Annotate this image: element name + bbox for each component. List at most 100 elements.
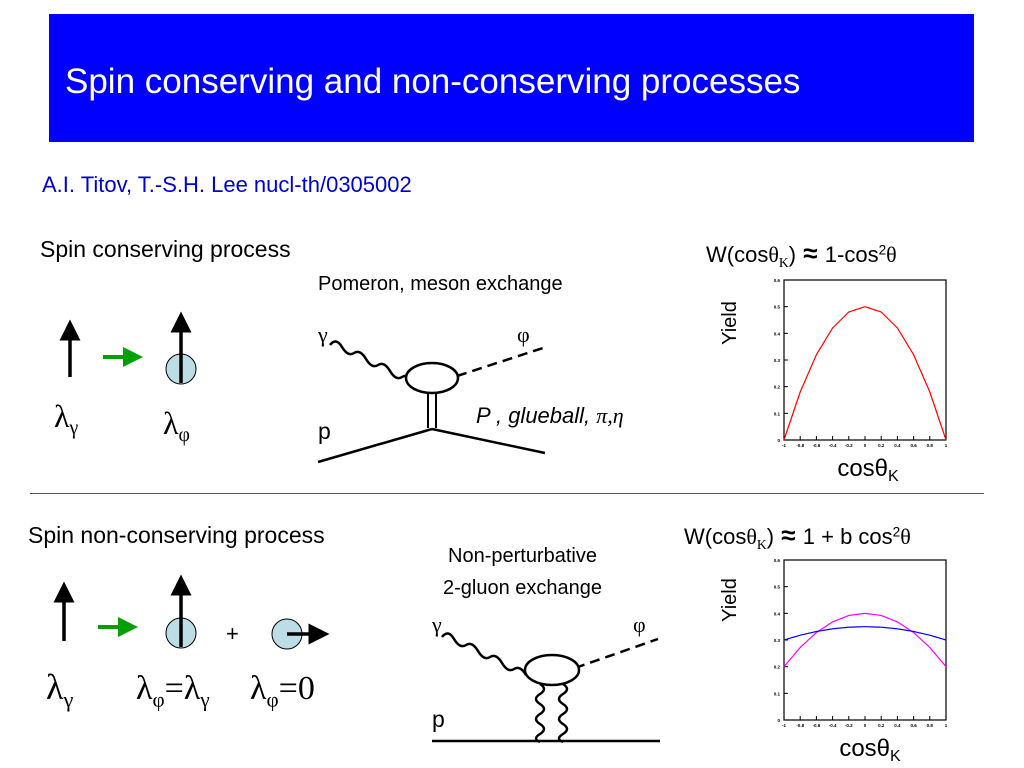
spin-nonconserving-label: Spin non-conserving process [28, 522, 325, 548]
formula-sup: 2 [878, 242, 887, 258]
formula-theta: θ [768, 242, 779, 267]
lambda-sub: γ [200, 687, 210, 712]
exchange-particles-label: P , glueball, π,η [476, 403, 624, 429]
formula-sub: K [778, 254, 789, 270]
vertex-blob-bottom [523, 653, 581, 687]
formula-theta: θ [900, 524, 911, 549]
proton-line-out-top [431, 427, 546, 455]
formula-approx: ≈ [796, 238, 825, 268]
x-tick-label: -0.6 [813, 443, 821, 448]
x-tick-label: 0.6 [910, 443, 917, 448]
y-tick-label: 0.5 [774, 585, 781, 590]
x-tick-label: -0.4 [829, 723, 837, 728]
x-tick-label: -0.6 [813, 723, 821, 728]
gluon-line-right [557, 682, 569, 744]
nonperturbative-label: Non-perturbative [448, 545, 597, 567]
y-axis-label: Yield [719, 301, 741, 345]
series-line-0 [783, 306, 947, 441]
lambda-symbol: λ [54, 398, 70, 434]
photon-wavy-line-top [329, 340, 416, 384]
exchange-greek: π,η [596, 403, 624, 428]
lambda-sub: φ [266, 687, 279, 712]
proton-line-in-top [317, 427, 433, 464]
x-tick-label: -0.8 [796, 443, 804, 448]
y-tick-label: 0.1 [774, 411, 781, 416]
lambda-phi-equals-lambda-gamma: λφ=λγ [136, 670, 210, 712]
formula-approx: ≈ [774, 520, 803, 550]
x-axis-label: cosθK [837, 455, 899, 485]
y-tick-label: 0.5 [774, 305, 781, 310]
y-tick-label: 0.6 [774, 278, 781, 283]
lambda-sub: γ [63, 686, 74, 712]
lambda-eq: =0 [278, 670, 315, 707]
y-tick-label: 0.2 [774, 665, 781, 670]
y-axis-label: Yield [719, 578, 741, 622]
photon-wavy-line-bottom [441, 632, 528, 676]
x-tick-label: 1 [945, 443, 948, 448]
lambda-phi-equals-zero: λφ=0 [250, 670, 315, 712]
x-tick-label: 0 [864, 443, 867, 448]
pomeron-symbol: P [476, 403, 490, 428]
gamma-label-bottom: γ [432, 612, 442, 637]
x-axis-label: cosθK [839, 735, 901, 765]
gamma-label-top: γ [318, 322, 328, 347]
x-tick-label: 0.6 [910, 723, 917, 728]
lambda-symbol: λ [136, 670, 153, 707]
pomeron-exchange-label: Pomeron, meson exchange [318, 273, 563, 295]
lambda-sub: γ [69, 416, 79, 439]
lambda-sub: φ [178, 423, 190, 446]
formula-text: W(cos [684, 524, 747, 549]
x-tick-label: -0.2 [845, 443, 853, 448]
x-tick-label: -0.8 [796, 723, 804, 728]
lambda-symbol: λ [163, 405, 179, 441]
y-tick-label: 0 [777, 718, 780, 723]
slide-title: Spin conserving and non-conserving proce… [65, 62, 801, 101]
series-line-0 [783, 612, 947, 668]
plus-sign: + [226, 621, 239, 646]
formula-text: 1-cos [824, 242, 879, 267]
bottom-formula: W(cosθK) ≈ 1 + b cos2θ [684, 520, 911, 553]
lambda-symbol: λ [250, 670, 267, 707]
x-tick-label: 1 [945, 723, 948, 728]
lambda-eq: =λ [164, 670, 201, 707]
gluon-line-left [534, 682, 546, 744]
x-tick-label: -1 [782, 443, 786, 448]
y-tick-label: 0.1 [774, 691, 781, 696]
phi-label-bottom: φ [633, 612, 646, 637]
formula-sub: K [756, 536, 767, 552]
yield-chart-bottom: -1 -0.8 -0.6 -0.4 -0.2 0 0.2 0.4 0.6 0.8 1 0 0.1 0.2 0… [719, 558, 948, 765]
x-tick-label: -0.2 [845, 723, 853, 728]
lambda-symbol: λ [46, 667, 64, 707]
x-tick-label: -1 [782, 723, 786, 728]
y-tick-label: 0 [777, 438, 780, 443]
phi-dashed-line-top [456, 346, 544, 378]
y-tick-label: 0.4 [774, 331, 781, 336]
lambda-phi-top: λφ [163, 405, 190, 447]
formula-text: W(cos [706, 242, 769, 267]
x-tick-label: 0.8 [927, 723, 934, 728]
y-tick-label: 0.6 [774, 558, 781, 563]
lambda-sub: φ [152, 687, 165, 712]
chart-frame [783, 279, 947, 441]
formula-text: 1 + b cos [802, 524, 893, 549]
x-tick-label: 0.2 [878, 723, 885, 728]
authors-reference: A.I. Titov, T.-S.H. Lee nucl-th/0305002 [42, 172, 412, 197]
proton-label-bottom: p [432, 706, 445, 732]
lambda-gamma-top: λγ [54, 398, 78, 440]
y-tick-label: 0.2 [774, 385, 781, 390]
y-tick-label: 0.4 [774, 611, 781, 616]
formula-text: ) [788, 242, 797, 267]
x-tick-label: 0.4 [894, 443, 901, 448]
exchange-text: , glueball, [489, 403, 597, 428]
y-tick-label: 0.3 [774, 638, 781, 643]
x-tick-label: 0.2 [878, 443, 885, 448]
vertex-blob-top [404, 361, 460, 395]
phi-label-top: φ [517, 322, 530, 347]
x-tick-label: 0 [864, 723, 867, 728]
series-line-1 [783, 626, 947, 641]
phi-dashed-line-bottom [574, 637, 659, 670]
section-divider [30, 493, 984, 494]
y-tick-label: 0.3 [774, 358, 781, 363]
